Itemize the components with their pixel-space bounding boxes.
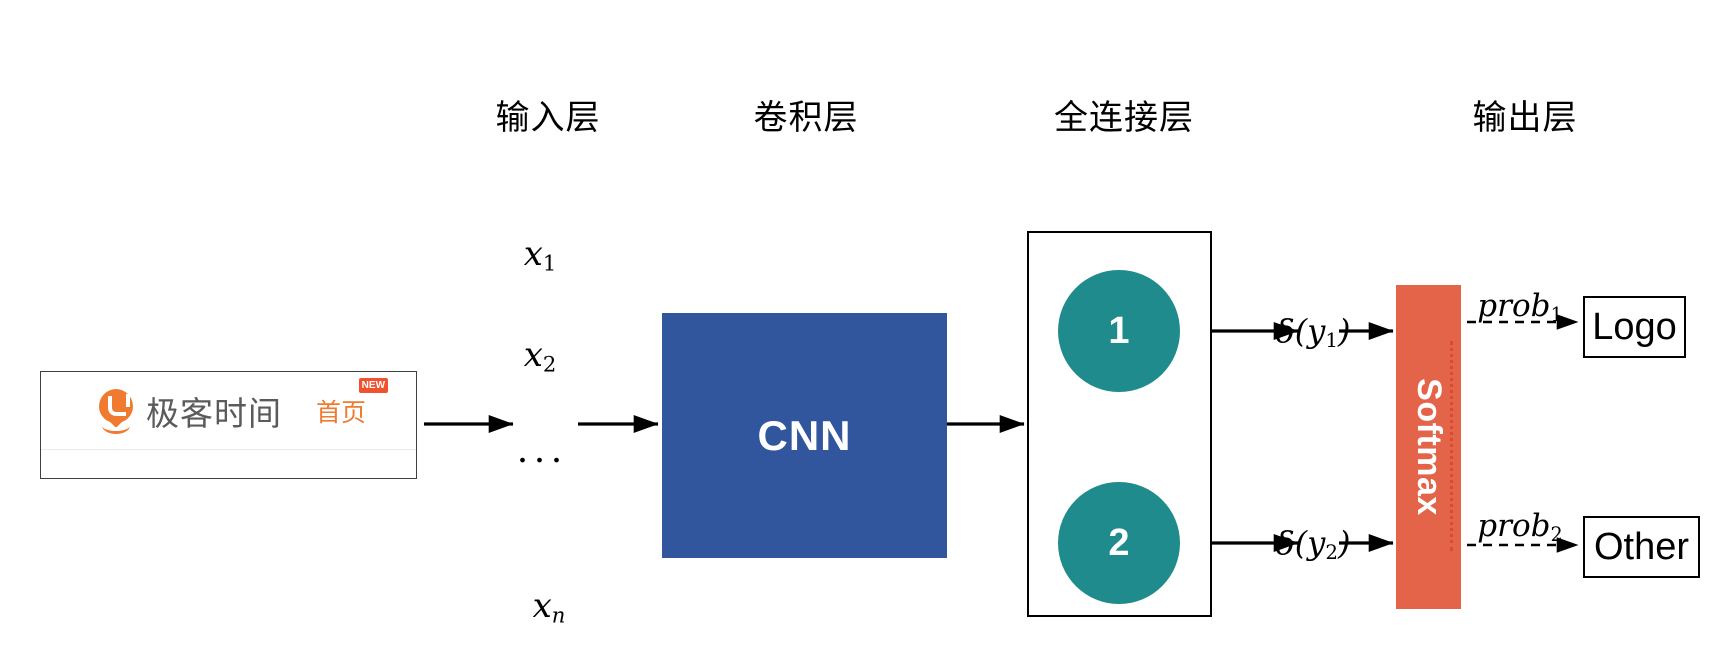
prob-2-text: prob xyxy=(1477,508,1551,544)
layer-title-conv: 卷积层 xyxy=(753,99,859,137)
input-image-card: 极客时间 首页 NEW xyxy=(40,371,417,479)
layer-title-fully-connected: 全连接层 xyxy=(1054,99,1194,137)
activation-2-var: y xyxy=(1307,524,1326,562)
new-badge: NEW xyxy=(358,377,389,393)
activation-label-2: δ(y2) xyxy=(1276,524,1351,564)
probability-label-2: prob2 xyxy=(1477,508,1562,546)
activation-2-sub: 2 xyxy=(1325,540,1338,564)
prob-1-sub: 1 xyxy=(1550,302,1563,326)
feature-x1-base: x xyxy=(523,234,543,274)
activation-1-close: ) xyxy=(1337,312,1351,350)
feature-label-x2: x2 xyxy=(524,335,557,376)
geekbang-logo-icon xyxy=(97,388,137,434)
cnn-label: CNN xyxy=(757,411,852,459)
nav-item-home: 首页 NEW xyxy=(316,377,389,429)
nav-item-home-label: 首页 xyxy=(316,397,367,427)
layer-title-output: 输出层 xyxy=(1472,99,1578,137)
layer-title-input: 输入层 xyxy=(495,99,601,137)
feature-ellipsis: ... xyxy=(517,426,569,471)
activation-2-open: ( xyxy=(1294,524,1308,562)
cnn-block: CNN xyxy=(662,313,947,558)
activation-1-sub: 1 xyxy=(1325,328,1338,352)
feature-label-x1: x1 xyxy=(524,234,557,275)
feature-x2-sub: 2 xyxy=(542,351,557,377)
activation-label-1: δ(y1) xyxy=(1276,312,1351,352)
input-card-navbar: 极客时间 首页 NEW xyxy=(41,372,416,450)
fc-node-2: 2 xyxy=(1058,482,1180,604)
activation-1-fn: δ xyxy=(1275,312,1295,350)
output-box-logo: Logo xyxy=(1583,296,1686,358)
feature-xn-base: x xyxy=(532,586,552,626)
feature-label-xn: xn xyxy=(533,586,566,627)
softmax-divider xyxy=(1450,341,1453,551)
fully-connected-box xyxy=(1027,231,1212,617)
output-box-other: Other xyxy=(1583,516,1700,578)
fc-node-1: 1 xyxy=(1058,270,1180,392)
feature-xn-sub: n xyxy=(551,602,566,628)
activation-1-var: y xyxy=(1307,312,1326,350)
activation-1-open: ( xyxy=(1294,312,1308,350)
feature-x1-sub: 1 xyxy=(542,250,557,276)
activation-2-close: ) xyxy=(1337,524,1351,562)
prob-2-sub: 2 xyxy=(1550,522,1563,546)
prob-1-text: prob xyxy=(1477,288,1551,324)
feature-x2-base: x xyxy=(523,335,543,375)
activation-2-fn: δ xyxy=(1275,524,1295,562)
brand-name-label: 极客时间 xyxy=(146,393,282,433)
softmax-bar: Softmax xyxy=(1396,285,1461,609)
probability-label-1: prob1 xyxy=(1477,288,1562,326)
